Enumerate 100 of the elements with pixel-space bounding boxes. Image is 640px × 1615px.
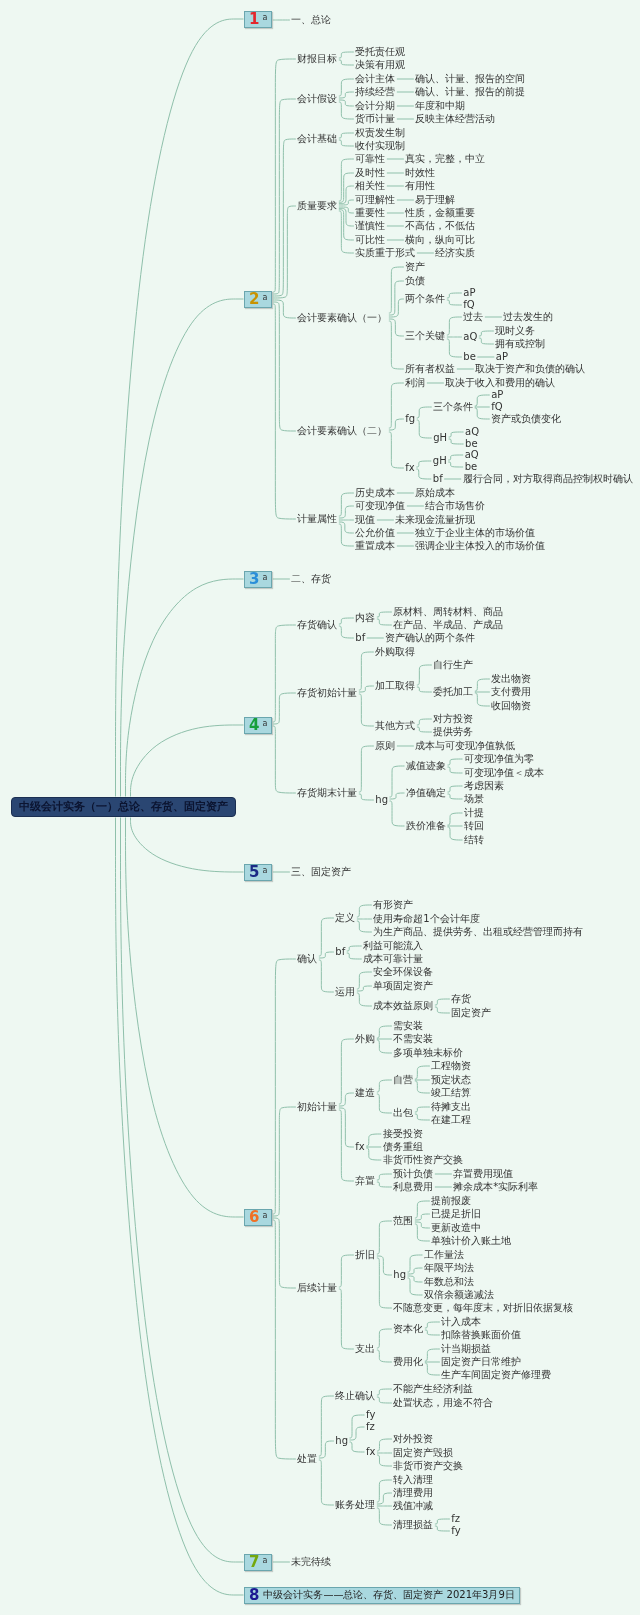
topic-text: 非货币性资产交换 (381, 1154, 464, 1166)
branch-box (244, 863, 273, 881)
topic-text: 转回 (463, 820, 486, 832)
topic-text: 资产确认的两个条件 (384, 632, 477, 644)
topic-text: be (464, 438, 479, 450)
connector-line (338, 1038, 355, 1105)
connector-line (414, 1221, 431, 1229)
connector-line (338, 78, 355, 97)
connector-line (414, 1106, 431, 1113)
connector-line (396, 91, 415, 93)
topic-text: 过去 (462, 311, 485, 323)
connector-line (272, 725, 297, 794)
topic-text: 强调企业主体投入的市场价值 (414, 540, 547, 552)
topic-text: 安全环保设备 (372, 966, 435, 978)
branch-number: 7 (249, 1554, 260, 1570)
connector-line (272, 205, 297, 299)
branch-number: 1 (249, 11, 260, 27)
topic-text: 取决于资产和负债的确认 (474, 363, 587, 375)
topic-text: 可比性 (354, 234, 387, 246)
connector-line (365, 1146, 382, 1148)
connector-line (272, 624, 297, 723)
topic-text: 所有者权益 (404, 363, 457, 375)
connector-line (416, 726, 433, 733)
topic-text: 确认 (296, 953, 319, 965)
connector-line (130, 817, 244, 873)
branch-box (244, 716, 273, 734)
connector-line (318, 951, 335, 959)
branch-tag-text: a (262, 718, 268, 728)
topic-text: 自行生产 (432, 659, 475, 671)
connector-line (414, 1065, 431, 1080)
topic-text: 可变现净值 (354, 500, 407, 512)
topic-text: 弃置 (354, 1175, 377, 1187)
topic-text: 及时性 (354, 167, 387, 179)
topic-text: 在产品、半成品、产成品 (392, 619, 505, 631)
connector-line (478, 330, 495, 337)
topic-text: 拥有或控制 (494, 338, 547, 350)
connector-line (388, 382, 405, 429)
connector-line (388, 266, 405, 314)
branch-number: 8 (249, 1587, 260, 1603)
connector-line (338, 132, 355, 139)
topic-text: fz (450, 1513, 462, 1525)
topic-text: 清理费用 (392, 1487, 435, 1499)
connector-line (386, 185, 405, 187)
connector-line (416, 664, 433, 686)
connector-line (376, 1452, 393, 1454)
branch-box (244, 10, 273, 28)
connector-line (388, 298, 405, 318)
connector-line (356, 992, 373, 1007)
connector-line (396, 199, 415, 201)
branch-box (244, 1553, 273, 1571)
topic-text: 双倍余额递减法 (423, 1289, 496, 1301)
connector-line (447, 766, 464, 774)
connector-line (338, 199, 355, 206)
connector-line (376, 1507, 393, 1526)
connector-line (338, 91, 355, 99)
connector-line (415, 460, 432, 468)
topic-text: 单项固定资产 (372, 980, 435, 992)
connector-line (338, 625, 355, 639)
topic-text: 不随意变更，每年度末，对折旧依据复核 (392, 1302, 575, 1314)
topic-text: 反映主体经营活动 (414, 113, 497, 125)
topic-text: 三个条件 (432, 401, 475, 413)
topic-text: 可靠性 (354, 153, 387, 165)
topic-text: 不能产生经济利益 (392, 1383, 475, 1395)
connector-line (376, 618, 393, 626)
topic-text: 外购 (354, 1033, 377, 1045)
branch-number: 4 (249, 717, 260, 733)
topic-text: hg (334, 1435, 350, 1447)
connector-line (376, 519, 395, 521)
connector-line (356, 918, 373, 920)
branch-caption: 中级会计实务——总论、存货、固定资产 2021年3月9日 (263, 1589, 515, 1601)
connector-line (407, 1275, 424, 1283)
connector-line (338, 209, 355, 241)
connector-line (272, 871, 291, 873)
branch-tag-text: a (262, 572, 268, 582)
connector-line (272, 692, 297, 725)
connector-line (272, 1217, 297, 1289)
topic-text: hg (374, 794, 390, 806)
topic-text: 负债 (404, 275, 427, 287)
topic-text: 可变现净值为零 (463, 753, 536, 765)
topic-text: 重要性 (354, 207, 387, 219)
connector-line (414, 1223, 431, 1242)
branch-tag-text: a (262, 1555, 268, 1565)
connector-line (272, 1106, 297, 1217)
connector-line (338, 139, 355, 147)
connector-line (272, 58, 297, 293)
connector-line (424, 1361, 441, 1363)
topic-text: 易于理解 (414, 194, 457, 206)
topic-text: 支付费用 (490, 686, 533, 698)
topic-text: 委托加工 (432, 686, 475, 698)
central-topic: 中级会计实务（一）总论、存货、固定资产 (11, 797, 236, 817)
topic-text: 处置 (296, 1453, 319, 1465)
connector-line (120, 298, 244, 797)
branch-number: 5 (249, 864, 260, 880)
connector-line (416, 406, 433, 419)
topic-text: 两个条件 (404, 293, 447, 305)
connector-line (416, 718, 433, 726)
topic-text: 对外投资 (392, 1433, 435, 1445)
topic-text: 更新改造中 (430, 1222, 483, 1234)
connector-line (346, 952, 363, 960)
topic-text: 资本化 (392, 1323, 425, 1335)
